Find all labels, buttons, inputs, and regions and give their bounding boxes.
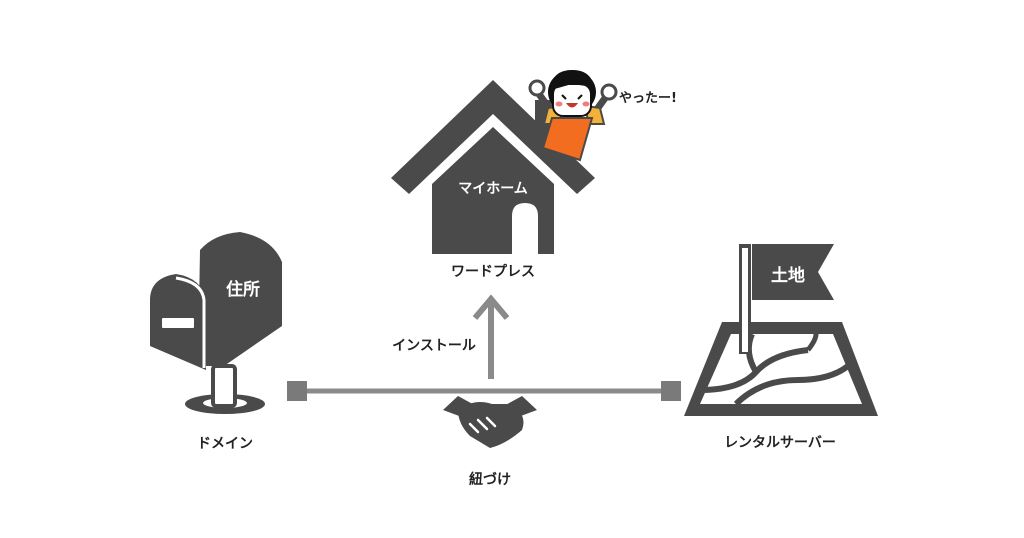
land-flag-text: 土地 — [771, 265, 805, 286]
install-label: インストール — [392, 338, 476, 354]
link-end-left — [287, 381, 307, 401]
house-sign-text: マイホーム — [458, 181, 528, 197]
handshake-icon — [443, 396, 537, 448]
land-map-icon — [684, 244, 878, 416]
exclamation-text: やったー! — [619, 91, 677, 106]
mailbox-sign-text: 住所 — [226, 279, 260, 300]
cheering-girl-icon — [528, 70, 618, 162]
land-caption: レンタルサーバー — [724, 435, 836, 451]
install-arrow — [472, 294, 510, 379]
mailbox-caption: ドメイン — [197, 436, 253, 452]
link-end-right — [661, 381, 681, 401]
mailbox-icon — [150, 232, 282, 414]
link-label: 紐づけ — [469, 471, 511, 488]
house-caption: ワードプレス — [451, 264, 535, 280]
